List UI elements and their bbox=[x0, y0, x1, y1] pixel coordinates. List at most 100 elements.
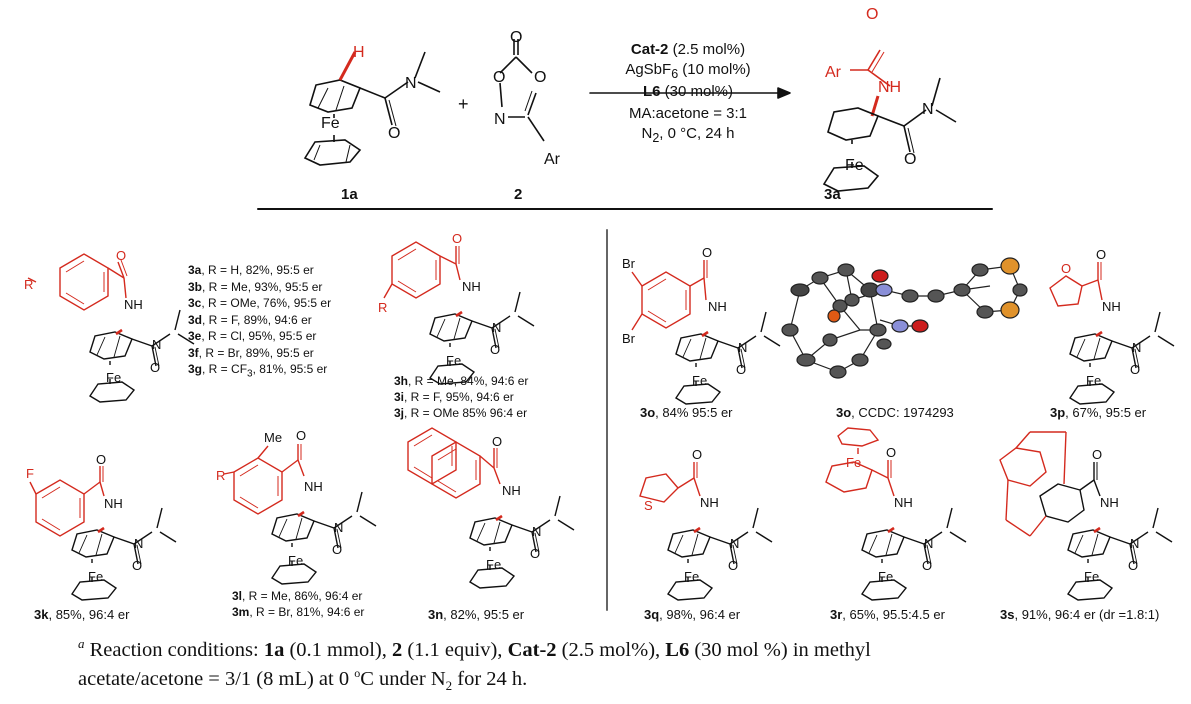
structure-3k bbox=[29, 466, 178, 602]
svg-text:Ar: Ar bbox=[544, 151, 561, 168]
svg-text:NH: NH bbox=[700, 495, 719, 510]
svg-text:NH: NH bbox=[502, 483, 521, 498]
svg-text:S: S bbox=[644, 498, 653, 513]
svg-text:NH: NH bbox=[462, 279, 481, 294]
structure-3r bbox=[825, 427, 968, 602]
svg-text:F: F bbox=[26, 466, 34, 481]
svg-text:O: O bbox=[866, 6, 878, 23]
svg-text:R: R bbox=[216, 468, 225, 483]
svg-text:Me: Me bbox=[264, 430, 282, 445]
svg-text:Fe: Fe bbox=[684, 569, 699, 584]
reaction-conditions-above: Cat-2 (2.5 mol%) AgSbF6 (10 mol%) L6 (30… bbox=[625, 41, 751, 100]
svg-text:Fe: Fe bbox=[88, 569, 103, 584]
svg-text:O: O bbox=[116, 248, 126, 263]
svg-text:Fe: Fe bbox=[446, 353, 461, 368]
atom-o: O bbox=[388, 125, 400, 142]
svg-text:Fe: Fe bbox=[486, 557, 501, 572]
svg-text:NH: NH bbox=[1100, 495, 1119, 510]
svg-text:N: N bbox=[924, 536, 933, 551]
svg-text:N: N bbox=[922, 101, 934, 118]
svg-text:O: O bbox=[332, 542, 342, 557]
svg-text:N: N bbox=[532, 524, 541, 539]
svg-text:N: N bbox=[730, 536, 739, 551]
svg-text:N: N bbox=[1130, 536, 1139, 551]
svg-text:NH: NH bbox=[708, 299, 727, 314]
structure-3s bbox=[999, 431, 1174, 602]
svg-text:NH: NH bbox=[104, 496, 123, 511]
svg-text:Fe: Fe bbox=[845, 157, 864, 174]
svg-text:O: O bbox=[534, 69, 546, 86]
svg-text:N: N bbox=[152, 337, 161, 352]
structure-3p bbox=[1049, 262, 1176, 406]
svg-text:N: N bbox=[334, 520, 343, 535]
list-3h-3j: 3h, R = Me, 84%, 94:6 er 3i, R = F, 95%,… bbox=[394, 374, 529, 420]
svg-text:O: O bbox=[736, 362, 746, 377]
label-3a: 3a bbox=[824, 186, 841, 203]
structure-3l-3m bbox=[223, 444, 378, 586]
svg-text:O: O bbox=[150, 360, 160, 375]
structure-1a bbox=[303, 51, 441, 166]
svg-text:O: O bbox=[702, 245, 712, 260]
svg-text:Fe: Fe bbox=[1084, 569, 1099, 584]
svg-text:O: O bbox=[530, 546, 540, 561]
svg-text:NH: NH bbox=[878, 79, 901, 96]
svg-text:O: O bbox=[490, 342, 500, 357]
structure-3h-3j bbox=[383, 241, 536, 386]
structure-3a-3g bbox=[27, 253, 196, 404]
caption-3k: 3k, 85%, 96:4 er bbox=[34, 607, 130, 622]
svg-text:N: N bbox=[134, 536, 143, 551]
list-3l-3m: 3l, R = Me, 86%, 96:4 er 3m, R = Br, 81%… bbox=[232, 589, 365, 619]
atom-h: H bbox=[353, 44, 365, 61]
svg-text:NH: NH bbox=[124, 297, 143, 312]
svg-text:O: O bbox=[692, 447, 702, 462]
svg-text:N: N bbox=[738, 340, 747, 355]
svg-text:N: N bbox=[494, 111, 506, 128]
label-1a: 1a bbox=[341, 186, 358, 203]
svg-text:O: O bbox=[492, 434, 502, 449]
reaction-arrow-head bbox=[777, 87, 791, 99]
svg-text:O: O bbox=[296, 428, 306, 443]
svg-text:R: R bbox=[24, 277, 33, 292]
svg-text:Fe: Fe bbox=[878, 569, 893, 584]
caption-3r: 3r, 65%, 95.5:4.5 er bbox=[830, 607, 945, 622]
crystal-structure-3o bbox=[781, 257, 1028, 379]
svg-text:Fe: Fe bbox=[288, 553, 303, 568]
structure-3n bbox=[407, 427, 576, 590]
svg-text:Fe: Fe bbox=[692, 373, 707, 388]
svg-text:Fe: Fe bbox=[1086, 373, 1101, 388]
svg-text:R: R bbox=[378, 300, 387, 315]
svg-text:O: O bbox=[728, 558, 738, 573]
structure-3q bbox=[639, 462, 774, 602]
atom-fe: Fe bbox=[321, 115, 340, 132]
caption-3o: 3o, 84% 95:5 er bbox=[640, 405, 733, 420]
svg-text:O: O bbox=[922, 558, 932, 573]
atom-n: N bbox=[405, 75, 417, 92]
svg-text:O: O bbox=[1128, 558, 1138, 573]
svg-text:O: O bbox=[886, 445, 896, 460]
caption-3q: 3q, 98%, 96:4 er bbox=[644, 607, 741, 622]
caption-3s: 3s, 91%, 96:4 er (dr =1.8:1) bbox=[1000, 607, 1160, 622]
svg-text:Ar: Ar bbox=[825, 64, 842, 81]
svg-text:N: N bbox=[1132, 340, 1141, 355]
svg-text:O: O bbox=[96, 452, 106, 467]
svg-text:NH: NH bbox=[304, 479, 323, 494]
plus-sign: + bbox=[458, 94, 469, 114]
svg-text:NH: NH bbox=[894, 495, 913, 510]
svg-text:Fe: Fe bbox=[106, 370, 121, 385]
reaction-conditions-below: MA:acetone = 3:1 N2, 0 °C, 24 h bbox=[629, 105, 747, 145]
svg-text:Br: Br bbox=[622, 256, 636, 271]
svg-text:O: O bbox=[510, 29, 522, 46]
structure-3a bbox=[822, 49, 957, 192]
svg-text:O: O bbox=[1092, 447, 1102, 462]
caption-3p: 3p, 67%, 95:5 er bbox=[1050, 405, 1147, 420]
svg-text:O: O bbox=[904, 151, 916, 168]
svg-text:O: O bbox=[1130, 362, 1140, 377]
label-2: 2 bbox=[514, 186, 523, 203]
svg-text:Br: Br bbox=[622, 331, 636, 346]
list-3a-3g: 3a, R = H, 82%, 95:5 er 3b, R = Me, 93%,… bbox=[188, 263, 332, 380]
caption-3n: 3n, 82%, 95:5 er bbox=[428, 607, 525, 622]
caption-3o-ccdc: 3o, CCDC: 1974293 bbox=[836, 405, 954, 420]
svg-text:O: O bbox=[1096, 247, 1106, 262]
svg-text:N: N bbox=[492, 320, 501, 335]
